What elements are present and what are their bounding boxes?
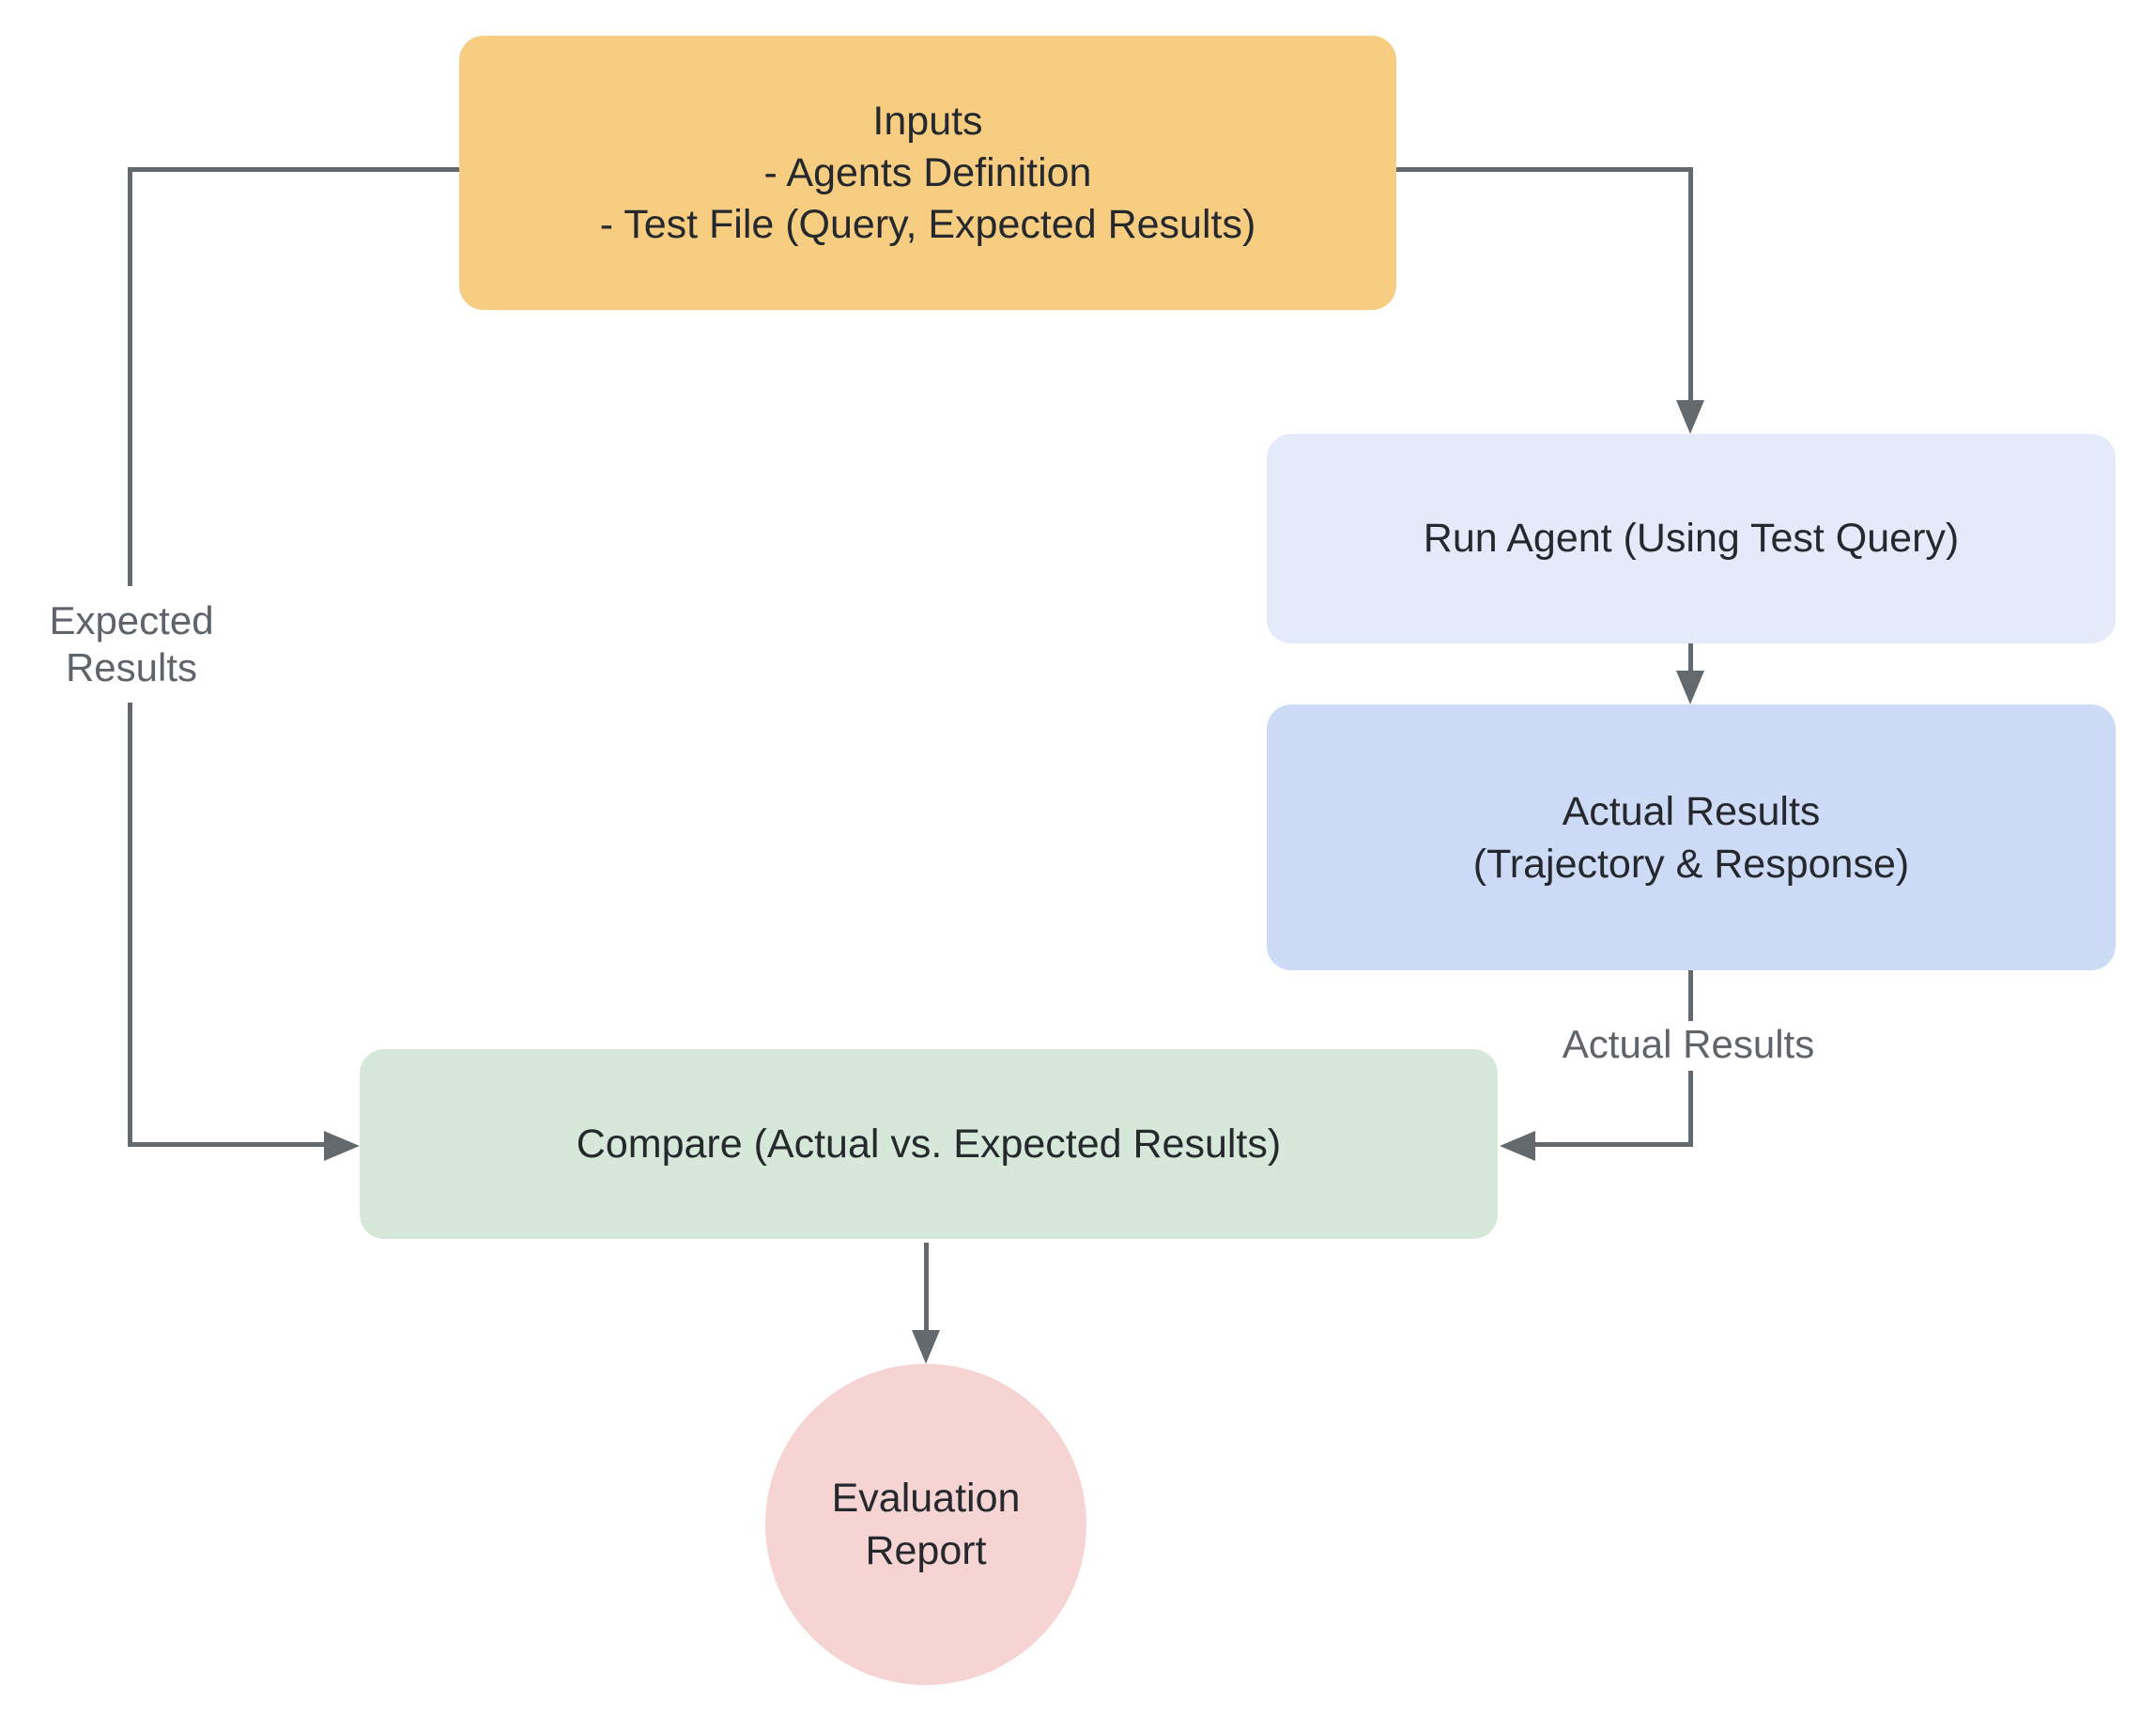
edge-inputs-to-runagent-vertical [1688,167,1693,402]
edge-label-actual-results: Actual Results [1523,1022,1854,1067]
edge-label-actual-results-line1: Actual Results [1562,1022,1815,1066]
edge-compare-to-report-vertical [924,1243,929,1333]
edge-label-expected-results-line2: Results [65,645,198,689]
edge-runagent-to-actualresults-vertical [1688,643,1693,673]
node-inputs: Inputs - Agents Definition - Test File (… [459,36,1396,310]
node-run-agent-label: Run Agent (Using Test Query) [1423,516,1960,561]
edge-inputs-to-compare-bottom-segment [128,1142,327,1147]
arrowhead-left-icon [1500,1131,1535,1161]
edge-label-expected-results-line1: Expected [49,598,214,642]
node-actual-results: Actual Results (Trajectory & Response) [1267,704,2116,970]
arrowhead-down-icon [1676,671,1704,704]
node-evaluation-report-line2: Report [865,1528,987,1573]
node-inputs-item-test-file: - Test File (Query, Expected Results) [599,201,1256,247]
node-actual-results-label-line1: Actual Results [1562,788,1821,834]
edge-actualresults-to-compare-lower-vertical [1688,1071,1693,1147]
arrowhead-right-icon [324,1131,360,1161]
edge-inputs-to-compare-top-segment [128,167,461,172]
arrowhead-down-icon [912,1330,940,1364]
edge-label-expected-results: Expected Results [9,597,254,691]
edge-inputs-to-compare-lower-vertical [128,703,132,1147]
node-evaluation-report: Evaluation Report [765,1364,1086,1685]
node-actual-results-label-line2: (Trajectory & Response) [1472,841,1910,887]
node-evaluation-report-line1: Evaluation [831,1476,1021,1521]
edge-actualresults-to-compare-upper-vertical [1688,970,1693,1021]
node-compare-label: Compare (Actual vs. Expected Results) [576,1121,1282,1167]
edge-actualresults-to-compare-horizontal [1533,1142,1693,1147]
node-compare: Compare (Actual vs. Expected Results) [360,1049,1498,1239]
node-run-agent: Run Agent (Using Test Query) [1267,434,2116,643]
node-inputs-title: Inputs [872,98,983,144]
edge-inputs-to-runagent-horizontal [1394,167,1693,172]
node-inputs-item-agents-definition: - Agents Definition [763,149,1092,195]
arrowhead-down-icon [1676,400,1704,434]
edge-inputs-to-compare-upper-vertical [128,167,132,586]
